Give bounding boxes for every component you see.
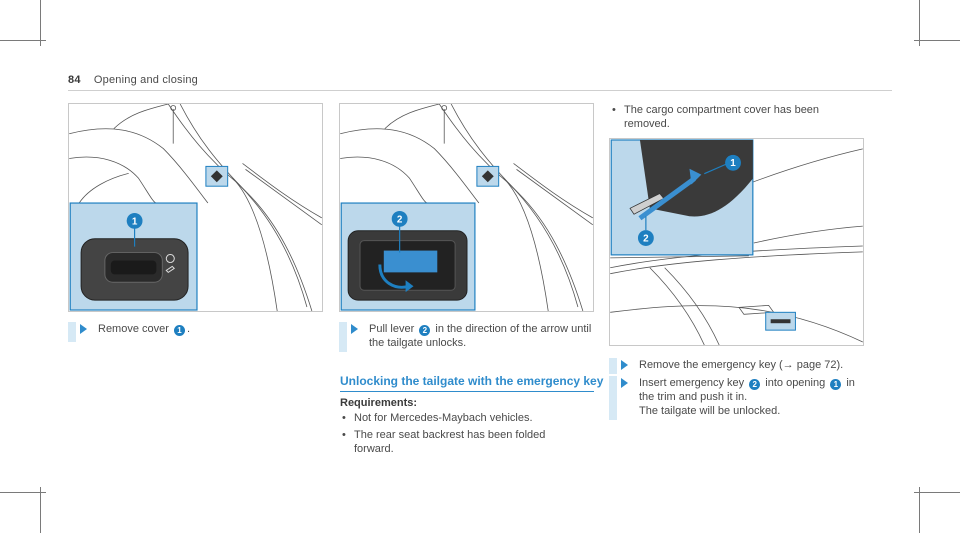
callout-badge-1: 1 bbox=[830, 379, 842, 390]
page-ref-arrow-icon: → bbox=[782, 359, 794, 371]
illustration-tailgate-cover: 1 bbox=[69, 104, 322, 311]
crop-mark bbox=[40, 487, 41, 533]
figure-remove-cover: 1 bbox=[68, 103, 323, 312]
requirements-label: Requirements: bbox=[340, 397, 418, 409]
crop-mark bbox=[919, 487, 920, 533]
step-text-line2: the trim and push it in. bbox=[639, 391, 748, 403]
figure-callout-2: 2 bbox=[397, 214, 403, 225]
step-bar bbox=[68, 322, 76, 342]
crop-mark bbox=[914, 492, 960, 493]
step-text-line2: the tailgate unlocks. bbox=[369, 337, 467, 349]
step-text: Pull lever bbox=[369, 323, 415, 335]
step-arrow-icon bbox=[80, 324, 87, 334]
figure-callout-1: 1 bbox=[730, 158, 736, 169]
crop-mark bbox=[40, 0, 41, 46]
step-text: Remove the emergency key ( bbox=[639, 359, 783, 371]
list-item: Not for Mercedes-Maybach vehicles. bbox=[340, 411, 590, 425]
step-arrow-icon bbox=[351, 324, 358, 334]
figure-emergency-key: 1 2 bbox=[609, 138, 864, 346]
step-arrow-icon bbox=[621, 360, 628, 370]
instruction-remove-cover: Remove cover 1. bbox=[68, 322, 323, 342]
header-rule bbox=[68, 90, 892, 91]
instruction-pull-lever: Pull lever 2 in the direction of the arr… bbox=[339, 322, 601, 352]
illustration-cargo-trim: 1 2 bbox=[610, 139, 863, 345]
precondition-list: The cargo compartment cover has been rem… bbox=[610, 103, 850, 134]
crop-mark bbox=[0, 492, 46, 493]
step-text: Insert emergency key bbox=[639, 377, 745, 389]
chapter-title: Opening and closing bbox=[93, 74, 199, 86]
callout-badge-2: 2 bbox=[749, 379, 761, 390]
instruction-remove-key: Remove the emergency key (→ page 72). bbox=[609, 358, 871, 374]
figure-callout-2: 2 bbox=[643, 234, 649, 245]
callout-badge-1: 1 bbox=[173, 325, 185, 336]
crop-mark bbox=[919, 0, 920, 46]
callout-badge-2: 2 bbox=[419, 325, 431, 336]
step-text-cont: in the direction of the arrow until bbox=[435, 323, 592, 335]
step-text-end: in bbox=[846, 377, 855, 389]
section-heading: Unlocking the tailgate with the emergenc… bbox=[340, 374, 604, 388]
list-item: The cargo compartment cover has been rem… bbox=[610, 103, 820, 131]
figure-callout-1: 1 bbox=[132, 216, 138, 227]
step-result: The tailgate will be unlocked. bbox=[639, 405, 781, 417]
step-text: Remove cover bbox=[98, 323, 169, 335]
step-text-end: . bbox=[186, 323, 191, 335]
crop-mark bbox=[914, 40, 960, 41]
step-arrow-icon bbox=[621, 378, 628, 388]
step-text-cont: into opening bbox=[765, 377, 826, 389]
crop-mark bbox=[0, 40, 46, 41]
page-header: 84 Opening and closing bbox=[68, 74, 198, 86]
list-item: The rear seat backrest has been folded f… bbox=[340, 428, 565, 456]
step-bar bbox=[609, 358, 617, 374]
figure-pull-lever: 2 bbox=[339, 103, 594, 312]
page-ref-link[interactable]: page 72). bbox=[796, 359, 844, 371]
page-number: 84 bbox=[68, 74, 81, 86]
requirements-list: Not for Mercedes-Maybach vehicles. The r… bbox=[340, 411, 590, 459]
illustration-tailgate-lever: 2 bbox=[340, 104, 593, 311]
instruction-insert-key: Insert emergency key 2 into opening 1 in… bbox=[609, 376, 871, 420]
step-bar bbox=[339, 322, 347, 352]
section-rule bbox=[340, 391, 594, 392]
step-bar bbox=[609, 376, 617, 420]
